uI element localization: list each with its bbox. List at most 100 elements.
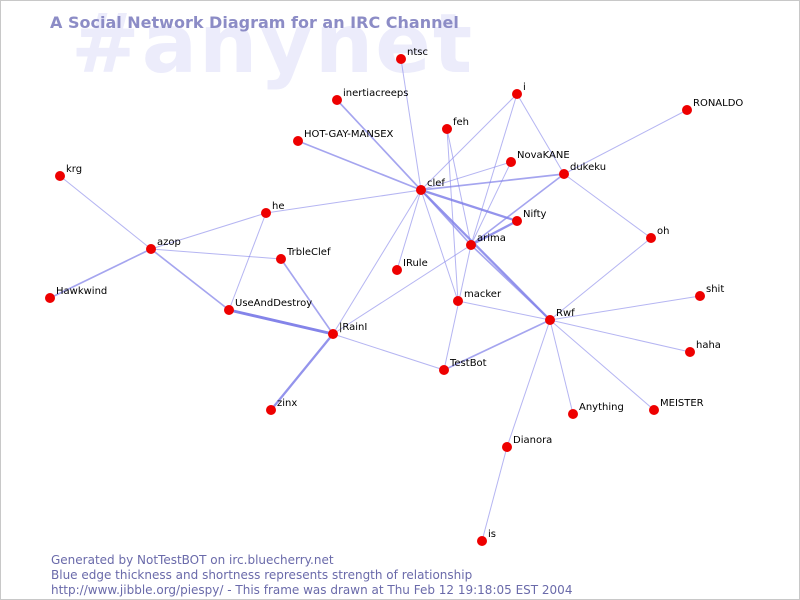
node-label-inertiacreeps: inertiacreeps bbox=[343, 88, 408, 99]
edge-azop-Hawkwind bbox=[49, 248, 152, 299]
node-dot-is bbox=[477, 536, 487, 546]
node-label-Rwf: Rwf bbox=[556, 308, 575, 319]
node-label-UseAndDestroy: UseAndDestroy bbox=[235, 298, 312, 309]
node-dot-clef bbox=[416, 185, 426, 195]
node-Anything: Anything bbox=[568, 402, 624, 419]
node-dot-Nifty bbox=[512, 216, 522, 226]
node-NovaKANE: NovaKANE bbox=[506, 150, 570, 167]
node-label-krg: krg bbox=[66, 164, 82, 175]
node-dot-TestBot bbox=[439, 365, 449, 375]
edge-azop-krg bbox=[59, 175, 152, 250]
node-he: he bbox=[261, 201, 285, 218]
edge-clef-NovaKANE bbox=[420, 161, 512, 191]
node-HOT-GAY-MANSEX: HOT-GAY-MANSEX bbox=[293, 129, 394, 146]
node-Rwf: Rwf bbox=[545, 308, 575, 325]
node-inertiacreeps: inertiacreeps bbox=[332, 88, 408, 105]
node-label-ntsc: ntsc bbox=[407, 47, 428, 58]
channel-watermark: #anynet bbox=[71, 0, 475, 92]
edge-TrbleClef-IRainI bbox=[280, 258, 334, 335]
node-label-NovaKANE: NovaKANE bbox=[517, 150, 570, 161]
edge-feh-arima bbox=[446, 128, 472, 246]
edge-he-clef bbox=[265, 189, 422, 214]
edge-Rwf-Anything bbox=[549, 319, 574, 415]
footer: Generated by NotTestBOT on irc.bluecherr… bbox=[51, 553, 572, 598]
node-RONALDO: RONALDO bbox=[682, 98, 743, 115]
node-dot-MEISTER bbox=[649, 405, 659, 415]
edge-Rwf-shit bbox=[549, 295, 701, 321]
footer-url-timestamp: http://www.jibble.org/piespy/ - This fra… bbox=[51, 583, 573, 597]
edge-azop-he bbox=[150, 212, 267, 250]
edge-Rwf-haha bbox=[549, 319, 691, 353]
node-azop: azop bbox=[146, 237, 181, 254]
edge-Rwf-oh bbox=[549, 237, 652, 321]
node-dot-NovaKANE bbox=[506, 157, 516, 167]
node-Hawkwind: Hawkwind bbox=[45, 286, 107, 303]
footer-legend-note: Blue edge thickness and shortness repres… bbox=[51, 568, 473, 582]
edge-clef-dukeku bbox=[420, 173, 565, 191]
edge-clef-HOT-GAY-MANSEX bbox=[297, 140, 422, 191]
node-label-IRainI: |RainI bbox=[339, 322, 367, 333]
edge-IRainI-clef bbox=[332, 189, 422, 335]
node-dot-Hawkwind bbox=[45, 293, 55, 303]
node-Nifty: Nifty bbox=[512, 209, 547, 226]
node-dot-arima bbox=[466, 240, 476, 250]
node-MEISTER: MEISTER bbox=[649, 398, 704, 415]
node-IRainI: |RainI bbox=[328, 322, 367, 339]
node-Dianora: Dianora bbox=[502, 435, 552, 452]
node-label-he: he bbox=[272, 201, 285, 212]
node-dot-azop bbox=[146, 244, 156, 254]
node-dukeku: dukeku bbox=[559, 162, 606, 179]
node-ntsc: ntsc bbox=[396, 47, 428, 64]
node-shit: shit bbox=[695, 284, 724, 301]
node-dot-oh bbox=[646, 233, 656, 243]
edge-clef-ntsc bbox=[400, 58, 422, 191]
node-TrbleClef: TrbleClef bbox=[276, 247, 331, 264]
edge-azop-UseAndDestroy bbox=[150, 248, 230, 311]
node-dot-TrbleClef bbox=[276, 254, 286, 264]
node-feh: feh bbox=[442, 117, 469, 134]
node-dot-dukeku bbox=[559, 169, 569, 179]
edge-layer bbox=[49, 58, 701, 542]
edge-Rwf-Dianora bbox=[506, 319, 551, 448]
node-label-Nifty: Nifty bbox=[523, 209, 547, 220]
node-label-Hawkwind: Hawkwind bbox=[56, 286, 107, 297]
node-label-azop: azop bbox=[157, 237, 181, 248]
node-label-TrbleClef: TrbleClef bbox=[286, 247, 331, 258]
node-is: is bbox=[477, 529, 496, 546]
edge-clef-Nifty bbox=[420, 188, 518, 223]
node-dot-feh bbox=[442, 124, 452, 134]
node-label-haha: haha bbox=[696, 340, 721, 351]
node-dot-Rwf bbox=[545, 315, 555, 325]
node-dot-UseAndDestroy bbox=[224, 305, 234, 315]
node-dot-Dianora bbox=[502, 442, 512, 452]
node-dot-ntsc bbox=[396, 54, 406, 64]
node-label-clef: clef bbox=[427, 178, 445, 189]
edge-Dianora-is bbox=[481, 446, 508, 542]
edge-IRainI-TestBot bbox=[332, 333, 445, 371]
edge-he-UseAndDestroy bbox=[228, 212, 267, 311]
node-label-RONALDO: RONALDO bbox=[693, 98, 743, 109]
node-label-dukeku: dukeku bbox=[570, 162, 606, 173]
node-label-Anything: Anything bbox=[579, 402, 624, 413]
node-dot-inertiacreeps bbox=[332, 95, 342, 105]
node-label-MEISTER: MEISTER bbox=[660, 398, 704, 409]
node-i: i bbox=[512, 82, 526, 99]
edge-IRule-clef bbox=[396, 189, 422, 271]
edge-UseAndDestroy-IRainI bbox=[228, 308, 334, 336]
node-label-TestBot: TestBot bbox=[449, 358, 487, 369]
node-dot-i bbox=[512, 89, 522, 99]
edge-clef-i bbox=[420, 93, 518, 191]
edge-i-dukeku bbox=[516, 93, 565, 175]
node-krg: krg bbox=[55, 164, 82, 181]
edge-dukeku-arima bbox=[470, 173, 565, 246]
edge-dukeku-RONALDO bbox=[563, 109, 688, 175]
node-label-shit: shit bbox=[706, 284, 724, 295]
node-dot-IRule bbox=[392, 265, 402, 275]
node-label-oh: oh bbox=[657, 226, 669, 237]
node-dot-Anything bbox=[568, 409, 578, 419]
node-arima: arima bbox=[466, 233, 506, 250]
edge-arima-TestBot bbox=[443, 244, 472, 371]
